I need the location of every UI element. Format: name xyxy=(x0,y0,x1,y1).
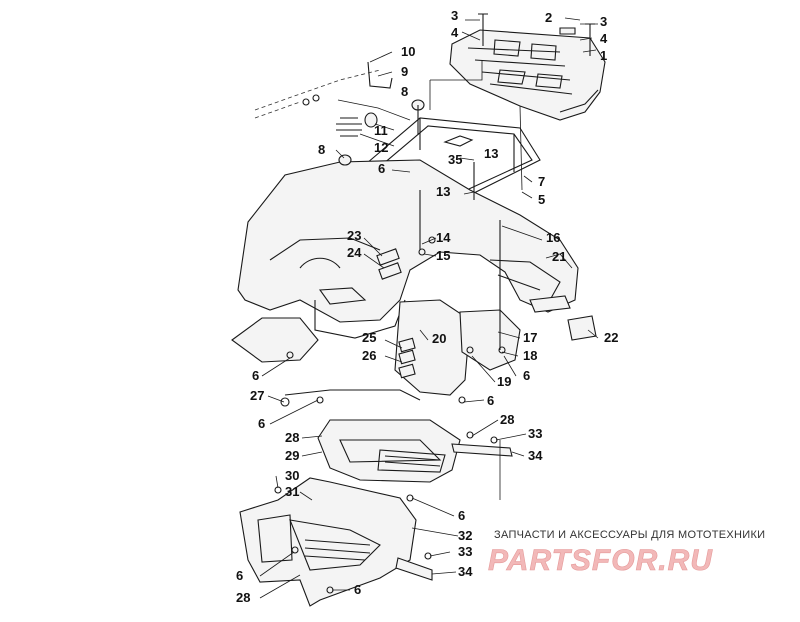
callout-12: 12 xyxy=(374,140,388,155)
callout-13: 13 xyxy=(436,184,450,199)
callout-6: 6 xyxy=(354,582,361,597)
rear-rack xyxy=(449,29,606,121)
callout-6: 6 xyxy=(378,161,385,176)
callout-17: 17 xyxy=(523,330,537,345)
callout-28: 28 xyxy=(500,412,514,427)
callout-23: 23 xyxy=(347,228,361,243)
callout-5: 5 xyxy=(538,192,545,207)
watermark-caption: ЗАПЧАСТИ И АКСЕССУАРЫ ДЛЯ МОТОТЕХНИКИ xyxy=(494,529,765,541)
callout-34: 34 xyxy=(458,564,473,579)
callout-32: 32 xyxy=(458,528,472,543)
callout-4: 4 xyxy=(600,31,608,46)
rear-fender xyxy=(231,159,579,396)
callout-28: 28 xyxy=(285,430,299,445)
hitch-parts xyxy=(254,61,393,137)
step-rails xyxy=(395,443,513,581)
callout-13: 13 xyxy=(484,146,498,161)
callout-21: 21 xyxy=(552,249,566,264)
callout-26: 26 xyxy=(362,348,376,363)
callout-27: 27 xyxy=(250,388,264,403)
callout-labels: 3 4 2 3 4 1 10 9 8 11 12 8 6 35 13 7 5 1… xyxy=(236,8,618,605)
callout-7: 7 xyxy=(538,174,545,189)
callout-24: 24 xyxy=(347,245,362,260)
callout-28: 28 xyxy=(236,590,250,605)
callout-35: 35 xyxy=(448,152,462,167)
callout-6: 6 xyxy=(523,368,530,383)
callout-19: 19 xyxy=(497,374,511,389)
decals xyxy=(376,248,597,379)
callout-4: 4 xyxy=(451,25,459,40)
callout-29: 29 xyxy=(285,448,299,463)
callout-6: 6 xyxy=(487,393,494,408)
callout-3: 3 xyxy=(451,8,458,23)
callout-9: 9 xyxy=(401,64,408,79)
callout-8: 8 xyxy=(401,84,408,99)
callout-11: 11 xyxy=(374,123,388,138)
watermark-logo: PARTSFOR.RU xyxy=(488,544,713,577)
leader-lines xyxy=(259,17,599,599)
callout-34: 34 xyxy=(528,448,543,463)
callout-22: 22 xyxy=(604,330,618,345)
upper-footwell xyxy=(284,389,461,483)
watermark: ЗАПЧАСТИ И АКСЕССУАРЫ ДЛЯ МОТОТЕХНИКИ PA… xyxy=(488,529,765,577)
callout-33: 33 xyxy=(458,544,472,559)
callout-6: 6 xyxy=(458,508,465,523)
callout-8: 8 xyxy=(318,142,325,157)
callout-2: 2 xyxy=(545,10,552,25)
callout-16: 16 xyxy=(546,230,560,245)
callout-18: 18 xyxy=(523,348,537,363)
lower-footwell xyxy=(239,477,417,607)
callout-1: 1 xyxy=(600,48,607,63)
callout-6: 6 xyxy=(252,368,259,383)
callout-30: 30 xyxy=(285,468,299,483)
callout-15: 15 xyxy=(436,248,450,263)
callout-20: 20 xyxy=(432,331,446,346)
callout-6: 6 xyxy=(258,416,265,431)
callout-6: 6 xyxy=(236,568,243,583)
callout-25: 25 xyxy=(362,330,376,345)
callout-10: 10 xyxy=(401,44,415,59)
callout-3: 3 xyxy=(600,14,607,29)
callout-31: 31 xyxy=(285,484,299,499)
callout-33: 33 xyxy=(528,426,542,441)
callout-14: 14 xyxy=(436,230,451,245)
